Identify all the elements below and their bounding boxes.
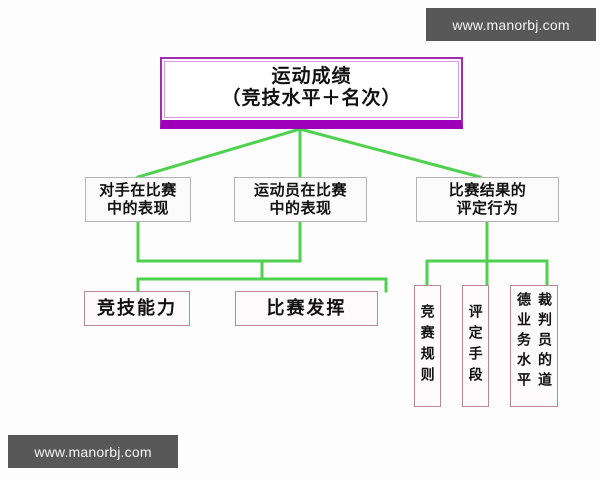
node-competitive-ability[interactable]: 竞技能力 [84, 291, 190, 326]
watermark-top-right: www.manorbj.com [426, 8, 596, 41]
edge-root-to-opponent [136, 127, 302, 179]
edge-root-to-result [298, 127, 482, 179]
watermark-bottom-left: www.manorbj.com [8, 435, 178, 468]
node-referee-ethics-label: 裁判员的道德业务水平 [516, 292, 553, 392]
edge-athlete-down [260, 220, 302, 263]
node-evaluation-means[interactable]: 评定手段 [462, 285, 489, 407]
node-evaluation-means-label: 评定手段 [467, 304, 484, 388]
node-opponent-performance[interactable]: 对手在比赛 中的表现 [85, 177, 191, 222]
edge-opponent-down [136, 220, 264, 263]
node-referee-ethics[interactable]: 裁判员的道德业务水平 [510, 285, 558, 407]
node-competition-rules-label: 竞赛规则 [419, 304, 436, 388]
node-result-evaluation[interactable]: 比赛结果的 评定行为 [416, 177, 559, 222]
node-competition-rules[interactable]: 竞赛规则 [414, 285, 441, 407]
node-sports-performance[interactable]: 运动成绩 （竞技水平＋名次） [160, 57, 463, 129]
node-athlete-performance[interactable]: 运动员在比赛 中的表现 [234, 177, 367, 222]
node-competition-display[interactable]: 比赛发挥 [235, 291, 378, 326]
